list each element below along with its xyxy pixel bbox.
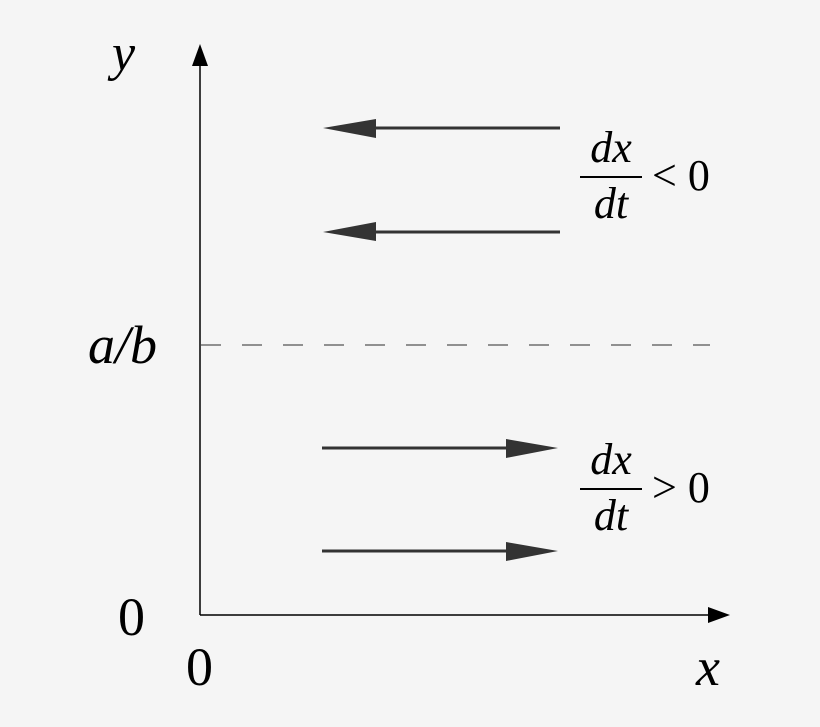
x-origin-label: 0 (186, 637, 213, 697)
right-arrow-1 (322, 439, 558, 458)
arrowhead-right-icon (506, 439, 558, 458)
fraction-denominator: dt (593, 491, 629, 540)
arrowhead-left-icon (323, 119, 376, 138)
x-axis-arrowhead-icon (708, 607, 730, 623)
arrowhead-right-icon (506, 542, 558, 561)
fraction-numerator: dx (590, 123, 632, 172)
fraction-denominator: dt (593, 179, 629, 228)
relation-text: < 0 (652, 151, 710, 200)
left-arrow-1 (323, 119, 560, 138)
y-axis-label: y (112, 25, 136, 82)
derivative-negative-label: dx dt < 0 (580, 126, 710, 226)
derivative-positive-label: dx dt > 0 (580, 438, 710, 538)
fraction-numerator: dx (590, 435, 632, 484)
fraction-bar (580, 176, 642, 178)
threshold-label: a/b (88, 315, 158, 375)
x-axis-label: x (696, 637, 720, 697)
y-axis-arrowhead-icon (192, 44, 208, 66)
fraction-bar (580, 488, 642, 490)
right-arrow-2 (322, 542, 558, 561)
arrowhead-left-icon (323, 222, 376, 241)
left-arrow-2 (323, 222, 560, 241)
relation-text: > 0 (652, 463, 710, 512)
y-origin-label: 0 (118, 587, 145, 647)
